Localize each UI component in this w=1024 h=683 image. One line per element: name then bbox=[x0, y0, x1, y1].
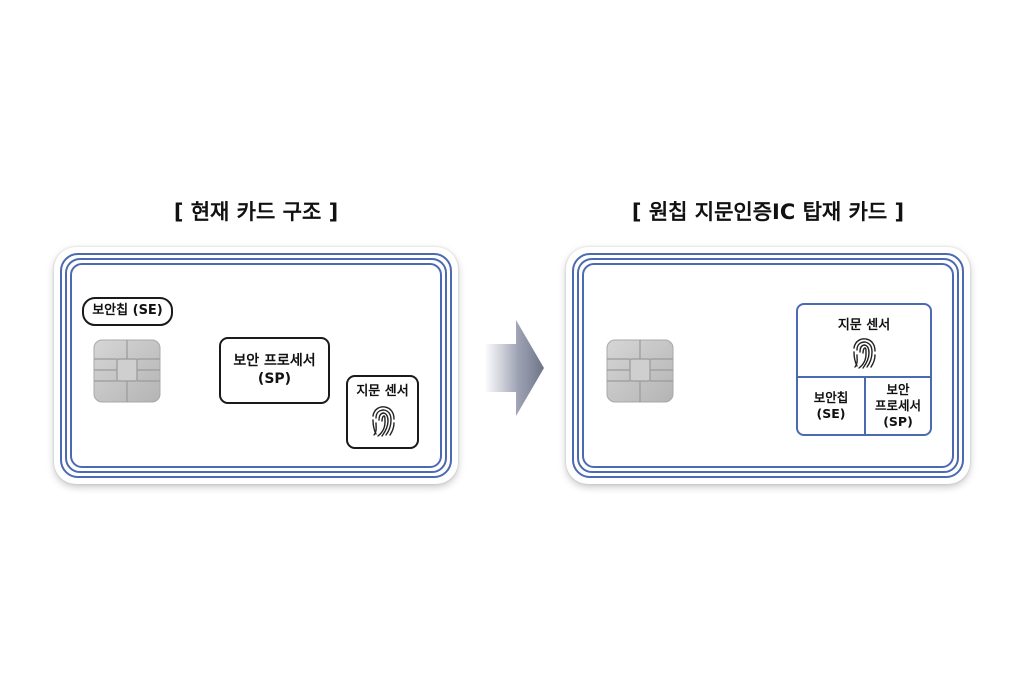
card-antenna-ring-outer bbox=[572, 253, 964, 478]
onechip-se-line2: (SE) bbox=[816, 406, 846, 421]
se-chip-label-text: 보안칩 (SE) bbox=[92, 303, 163, 319]
card-antenna-ring-middle bbox=[65, 258, 447, 473]
onechip-ic-box: 지문 센서 보안칩 (SE) bbox=[796, 303, 932, 436]
sp-processor-label: 보안 프로세서 (SP) bbox=[219, 337, 330, 404]
left-title: [ 현재 카드 구조 ] bbox=[173, 200, 339, 224]
current-card: 보안칩 (SE) 보안 프로세서 (SP) 지문 센서 bbox=[54, 247, 458, 484]
fingerprint-sensor-box: 지문 센서 bbox=[346, 375, 419, 449]
onechip-sp-line3: (SP) bbox=[883, 414, 913, 430]
onechip-sp-line1: 보안 bbox=[886, 381, 910, 397]
onechip-fp-label: 지문 센서 bbox=[837, 318, 891, 333]
onechip-sp-section: 보안 프로세서 (SP) bbox=[866, 378, 930, 434]
fp-sensor-label: 지문 센서 bbox=[356, 384, 409, 399]
ic-chip-icon bbox=[606, 339, 674, 403]
onechip-divider bbox=[864, 378, 866, 434]
onechip-se-section: 보안칩 (SE) bbox=[798, 378, 864, 434]
onechip-sp-line2: 프로세서 bbox=[874, 397, 921, 413]
fingerprint-icon bbox=[371, 406, 395, 437]
se-chip-label: 보안칩 (SE) bbox=[82, 297, 173, 326]
onechip-se-line1: 보안칩 bbox=[813, 389, 849, 405]
onechip-fp-section: 지문 센서 bbox=[798, 305, 930, 378]
sp-label-line1: 보안 프로세서 bbox=[233, 353, 316, 369]
sp-label-line2: (SP) bbox=[257, 370, 292, 387]
card-antenna-ring-middle bbox=[577, 258, 959, 473]
arrow-right-icon bbox=[486, 320, 544, 416]
fingerprint-icon bbox=[853, 338, 876, 369]
card-antenna-ring-inner bbox=[582, 263, 954, 468]
ic-chip-icon bbox=[93, 339, 161, 403]
onechip-card: 지문 센서 보안칩 (SE) bbox=[566, 247, 970, 484]
card-antenna-ring-outer bbox=[60, 253, 452, 478]
card-antenna-ring-inner bbox=[70, 263, 442, 468]
right-title: [ 원칩 지문인증IC 탑재 카드 ] bbox=[631, 200, 905, 224]
